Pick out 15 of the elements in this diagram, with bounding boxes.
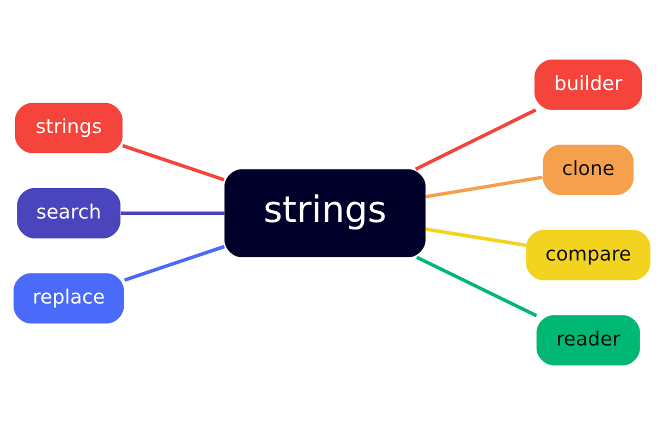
connector <box>120 211 224 215</box>
node-box: replace <box>14 273 124 324</box>
connector <box>416 256 538 318</box>
node-box: builder <box>534 60 642 110</box>
connector <box>122 144 225 182</box>
node-box: strings <box>224 169 426 258</box>
node-box: compare <box>526 230 650 280</box>
connector <box>425 176 543 198</box>
node-box: strings <box>15 102 123 154</box>
node-box: reader <box>536 315 640 366</box>
connector <box>414 108 536 171</box>
connector <box>124 244 225 282</box>
node-box: clone <box>542 144 634 196</box>
connector <box>425 227 526 248</box>
node-box: search <box>17 188 120 238</box>
